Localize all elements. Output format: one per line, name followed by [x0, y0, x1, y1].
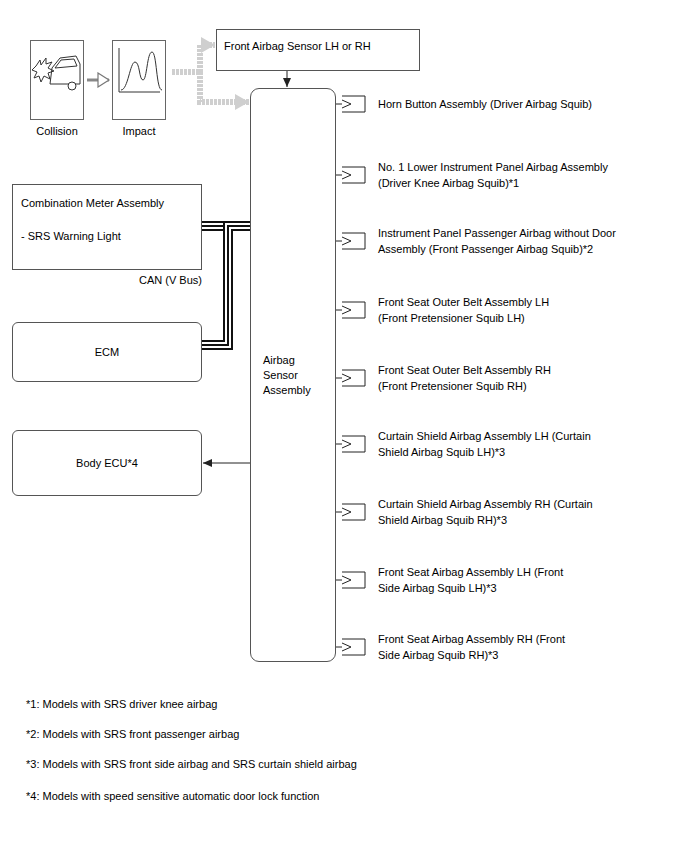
connector-line — [336, 444, 342, 445]
squib-component: Front Seat Airbag Assembly LH (Front Sid… — [342, 564, 568, 596]
squib-symbol — [342, 369, 368, 387]
component-label: Front Seat Outer Belt Assembly LH (Front… — [378, 294, 578, 326]
ecu-box: Airbag Sensor Assembly — [250, 88, 336, 662]
car-wheel — [68, 82, 76, 90]
footnote: *4: Models with speed sensitive automati… — [26, 789, 320, 803]
component-label: No. 1 Lower Instrument Panel Airbag Asse… — [378, 159, 640, 191]
squib-component: Instrument Panel Passenger Airbag withou… — [342, 225, 640, 257]
connector — [172, 72, 249, 102]
connector — [336, 241, 342, 242]
meter-box: Combination Meter Assembly - SRS Warning … — [12, 184, 202, 270]
squib-component: Curtain Shield Airbag Assembly RH (Curta… — [342, 496, 593, 528]
connector — [336, 310, 342, 311]
squib-outline — [342, 302, 365, 318]
bus-wire — [202, 226, 250, 345]
connector-line — [336, 647, 342, 648]
node-label: - SRS Warning Light — [21, 229, 193, 244]
squib-component: Front Seat Outer Belt Assembly LH (Front… — [342, 294, 578, 326]
squib-outline — [342, 639, 365, 655]
footnote: *3: Models with SRS front side airbag an… — [26, 757, 357, 771]
component-label: Front Seat Outer Belt Assembly RH (Front… — [378, 362, 578, 394]
squib-component: Front Seat Outer Belt Assembly RH (Front… — [342, 362, 578, 394]
squib-outline — [342, 572, 365, 588]
connector-line — [336, 241, 342, 242]
component-label: Front Seat Airbag Assembly RH (Front Sid… — [378, 631, 568, 663]
node-label: ECM — [95, 345, 119, 360]
node-label: Body ECU*4 — [76, 456, 138, 471]
squib-outline — [342, 96, 365, 112]
node-label: Impact — [122, 124, 155, 139]
connector — [87, 80, 109, 81]
squib-symbol — [342, 232, 368, 250]
connector — [336, 512, 342, 513]
footnote: *1: Models with SRS driver knee airbag — [26, 697, 217, 711]
connector-line — [87, 79, 109, 82]
bus-wire — [202, 226, 250, 345]
connector — [172, 45, 215, 72]
squib-symbol — [342, 95, 368, 113]
collision-icon: Collision — [30, 40, 84, 120]
squib-component: Horn Button Assembly (Driver Airbag Squi… — [342, 96, 658, 112]
connector-line — [336, 310, 342, 311]
connector-line — [336, 378, 342, 379]
squib-symbol — [342, 571, 368, 589]
node-label: Airbag Sensor Assembly — [263, 353, 325, 398]
component-label: Instrument Panel Passenger Airbag withou… — [378, 225, 640, 257]
squib-component: No. 1 Lower Instrument Panel Airbag Asse… — [342, 159, 640, 191]
footnote: *2: Models with SRS front passenger airb… — [26, 727, 239, 741]
impact-curve — [121, 52, 162, 90]
car-outline — [50, 56, 80, 84]
squib-symbol — [342, 435, 368, 453]
connector — [336, 104, 342, 105]
sensor-box: Front Airbag Sensor LH or RH — [216, 29, 420, 71]
squib-symbol — [342, 638, 368, 656]
component-label: Horn Button Assembly (Driver Airbag Squi… — [378, 96, 658, 112]
ecu-box: ECM — [12, 322, 202, 382]
connector — [287, 71, 288, 87]
node-label: Front Airbag Sensor LH or RH — [224, 39, 412, 54]
node-label: Combination Meter Assembly — [21, 196, 193, 211]
bus-label: CAN (V Bus) — [138, 273, 203, 287]
connector-line — [172, 45, 215, 72]
connector — [336, 175, 342, 176]
impact-icon: Impact — [112, 40, 166, 120]
squib-outline — [342, 233, 365, 249]
squib-outline — [342, 370, 365, 386]
squib-outline — [342, 167, 365, 183]
connector-line — [203, 463, 250, 464]
squib-symbol — [342, 503, 368, 521]
connector-line — [172, 72, 249, 102]
connector-line — [336, 580, 342, 581]
squib-outline — [342, 436, 365, 452]
impact-graph — [119, 48, 162, 92]
node-label: Collision — [36, 124, 78, 139]
connector — [336, 647, 342, 648]
squib-symbol — [342, 301, 368, 319]
connector-line — [336, 104, 342, 105]
component-label: Front Seat Airbag Assembly LH (Front Sid… — [378, 564, 568, 596]
bus-wire — [202, 226, 250, 345]
can-bus — [202, 226, 250, 345]
squib-component: Curtain Shield Airbag Assembly LH (Curta… — [342, 428, 593, 460]
connector — [336, 378, 342, 379]
ecu-box: Body ECU*4 — [12, 430, 202, 496]
component-label: Curtain Shield Airbag Assembly LH (Curta… — [378, 428, 593, 460]
connector-line — [287, 71, 288, 87]
connector — [203, 463, 250, 464]
collision-illustration — [32, 56, 80, 90]
connector-line — [336, 175, 342, 176]
squib-symbol — [342, 166, 368, 184]
squib-outline — [342, 504, 365, 520]
connector — [336, 580, 342, 581]
car-window — [55, 59, 77, 68]
connector-line — [336, 512, 342, 513]
connector — [336, 444, 342, 445]
component-label: Curtain Shield Airbag Assembly RH (Curta… — [378, 496, 593, 528]
squib-component: Front Seat Airbag Assembly RH (Front Sid… — [342, 631, 568, 663]
